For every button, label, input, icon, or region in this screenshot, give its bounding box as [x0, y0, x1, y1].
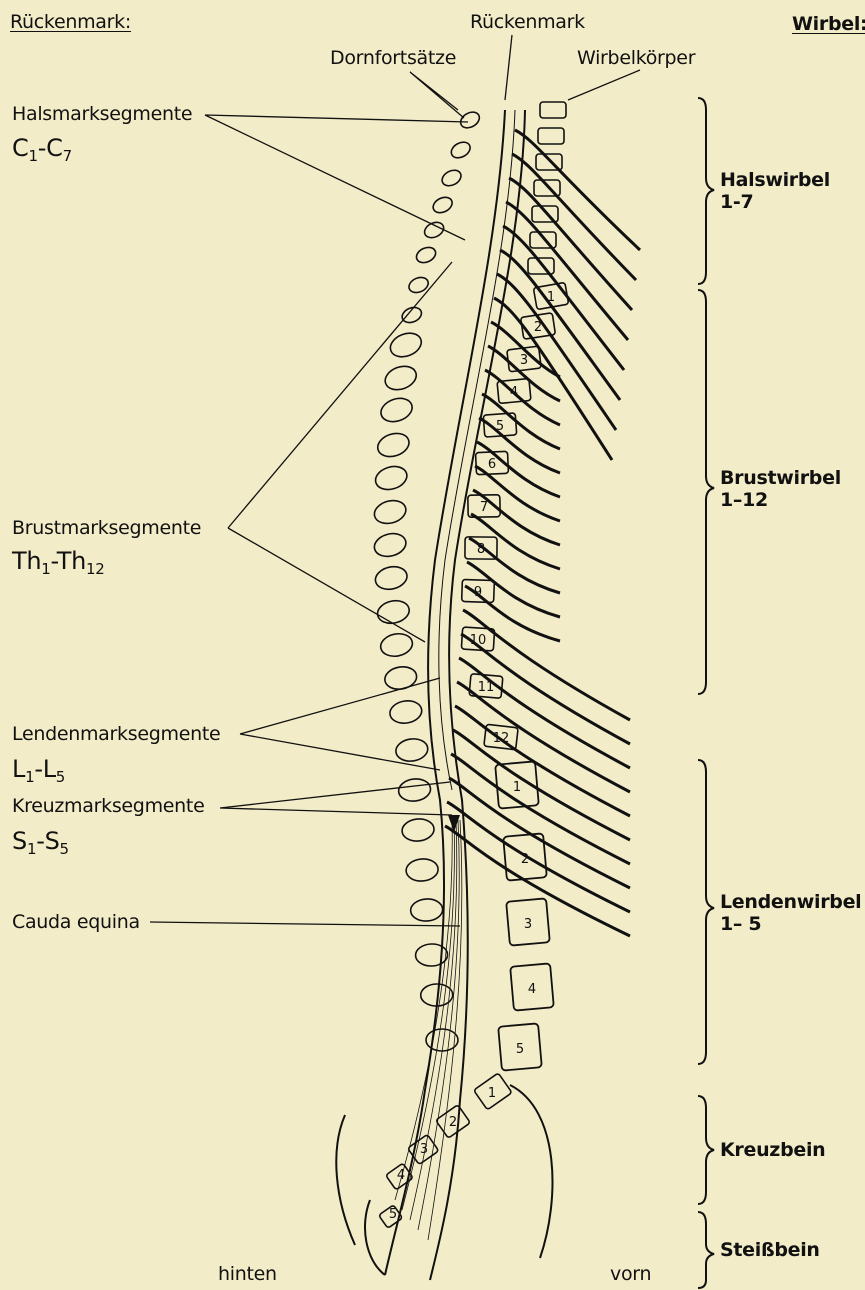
thoracic-number: 10: [470, 633, 487, 648]
spinous-process: [382, 362, 420, 394]
cervical-vertebra: [530, 232, 556, 248]
brace-sacrum: [698, 1096, 714, 1204]
thoracic-number: 12: [493, 731, 510, 746]
spinous-process: [415, 943, 448, 966]
spinous-process: [394, 737, 429, 763]
spinous-process: [379, 631, 415, 659]
nerve-root: [445, 826, 630, 936]
thoracic-number: 7: [480, 500, 488, 515]
spinous-process: [387, 329, 425, 361]
sacral-number: 4: [397, 1168, 405, 1183]
nerve-root: [485, 370, 560, 425]
lumbar-number: 1: [513, 780, 521, 795]
lumbar-vertebra: 5: [498, 1023, 542, 1070]
vertebra-braces: [698, 98, 714, 1288]
lumbar-number: 5: [516, 1042, 524, 1057]
spinous-process: [426, 1029, 458, 1051]
cervical-vertebra: [528, 258, 554, 274]
nerve-root: [482, 394, 560, 449]
nerve-root: [451, 754, 630, 864]
spinous-process: [372, 530, 408, 559]
thoracic-number: 9: [474, 585, 482, 600]
cervical-vertebra: [540, 102, 566, 118]
lumbar-number: 4: [528, 982, 536, 997]
sacral-number: 3: [420, 1142, 428, 1157]
spinous-process: [422, 219, 446, 240]
nerve-roots: [445, 130, 640, 936]
thoracic-number: 2: [534, 320, 542, 335]
spinous-process: [431, 194, 455, 215]
thoracic-number: 5: [496, 419, 504, 434]
brace-lumbar: [698, 760, 714, 1064]
cervical-vertebra: [538, 128, 564, 144]
nerve-root: [497, 274, 616, 430]
nerve-root: [512, 154, 636, 280]
lumbar-number: 2: [521, 852, 529, 867]
sacral-vertebra: 1: [474, 1073, 512, 1110]
spinous-process: [397, 777, 431, 803]
sacral-number: 2: [449, 1115, 457, 1130]
cervical-vertebral-bodies: [528, 102, 566, 274]
spinous-process: [410, 898, 443, 922]
spinous-process: [373, 564, 409, 593]
spinous-process: [373, 463, 410, 493]
thoracic-number: 6: [488, 457, 496, 472]
leader-lines: [150, 35, 640, 926]
thoracic-number: 8: [477, 542, 485, 557]
spinous-process: [405, 858, 439, 882]
spinous-process: [449, 139, 473, 161]
thoracic-number: 3: [520, 353, 528, 368]
thoracic-vertebra: 12: [484, 724, 518, 749]
spinous-process: [375, 430, 412, 461]
lumbar-number: 3: [524, 917, 532, 932]
lumbar-vertebra: 3: [506, 898, 550, 945]
nerve-root: [509, 178, 632, 310]
thoracic-number: 1: [547, 290, 555, 305]
brace-cervical: [698, 98, 714, 284]
nerve-root: [447, 802, 630, 912]
sacral-vertebrae: 1 2 34 5: [379, 1073, 512, 1228]
thoracic-number: 4: [510, 385, 518, 400]
spinous-process: [458, 109, 482, 131]
spinous-process: [378, 394, 415, 425]
spinous-process: [401, 818, 435, 843]
spinous-process: [388, 699, 423, 726]
sacral-number: 1: [488, 1086, 496, 1101]
spinous-process: [383, 664, 418, 691]
sacral-number: 5: [389, 1207, 397, 1222]
spinous-process: [375, 598, 411, 626]
brace-coccyx: [698, 1212, 714, 1288]
sacral-vertebra: 2: [436, 1105, 471, 1139]
spinous-process: [372, 497, 409, 527]
lumbar-vertebrae: 1 2 3 4 5: [495, 761, 554, 1070]
thoracic-number: 11: [478, 680, 495, 695]
spinous-process: [414, 244, 438, 265]
lumbar-vertebra: 4: [510, 963, 554, 1010]
spinous-process: [439, 167, 463, 189]
spinal-canal: [385, 110, 525, 1280]
brace-thoracic: [698, 290, 714, 694]
thoracic-vertebra: 9: [462, 579, 495, 602]
spinous-process: [400, 305, 424, 326]
